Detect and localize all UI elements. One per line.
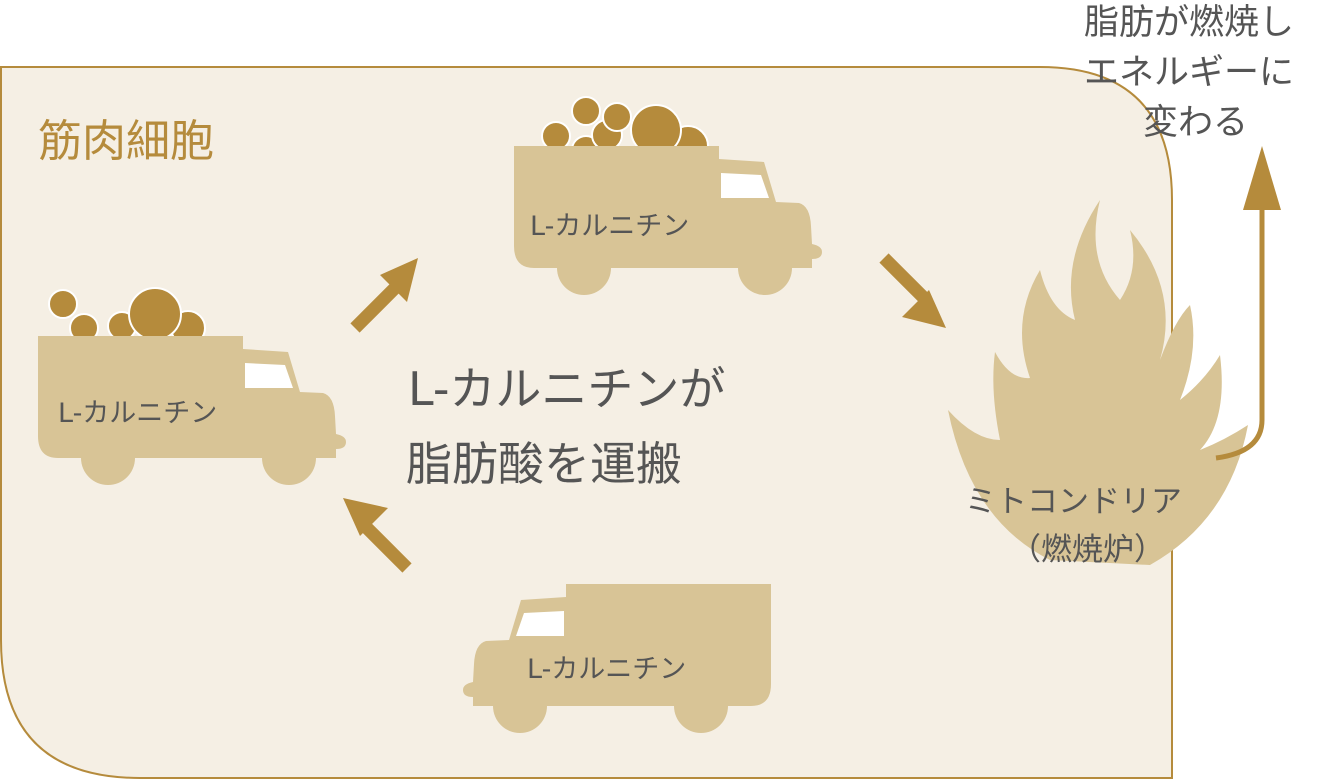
fat-balls <box>48 287 206 346</box>
mitochondria-sublabel: （燃焼炉） <box>1010 532 1165 568</box>
cell-label: 筋肉細胞 <box>38 116 214 167</box>
truck-label: L-カルニチン <box>58 398 217 429</box>
truck-label: L-カルニチン <box>527 654 686 685</box>
result-line3: 変わる <box>1143 103 1248 143</box>
truck-left: L-カルニチン <box>38 287 346 485</box>
result-line2: エネルギーに <box>1084 53 1294 93</box>
arrow-icon <box>343 253 946 573</box>
flame-icon <box>948 200 1248 565</box>
muscle-cell <box>0 66 1173 779</box>
fat-balls <box>541 96 709 167</box>
center-text-line1: L-カルニチンが <box>408 362 725 416</box>
center-text-line2: 脂肪酸を運搬 <box>406 437 682 491</box>
truck-bottom: L-カルニチン <box>463 584 771 733</box>
up-arrow-icon <box>1215 146 1281 461</box>
mitochondria-label: ミトコンドリア <box>965 484 1182 520</box>
truck-label: L-カルニチン <box>530 211 689 242</box>
truck-top: L-カルニチン <box>514 96 822 295</box>
result-line1: 脂肪が燃焼し <box>1084 3 1294 43</box>
